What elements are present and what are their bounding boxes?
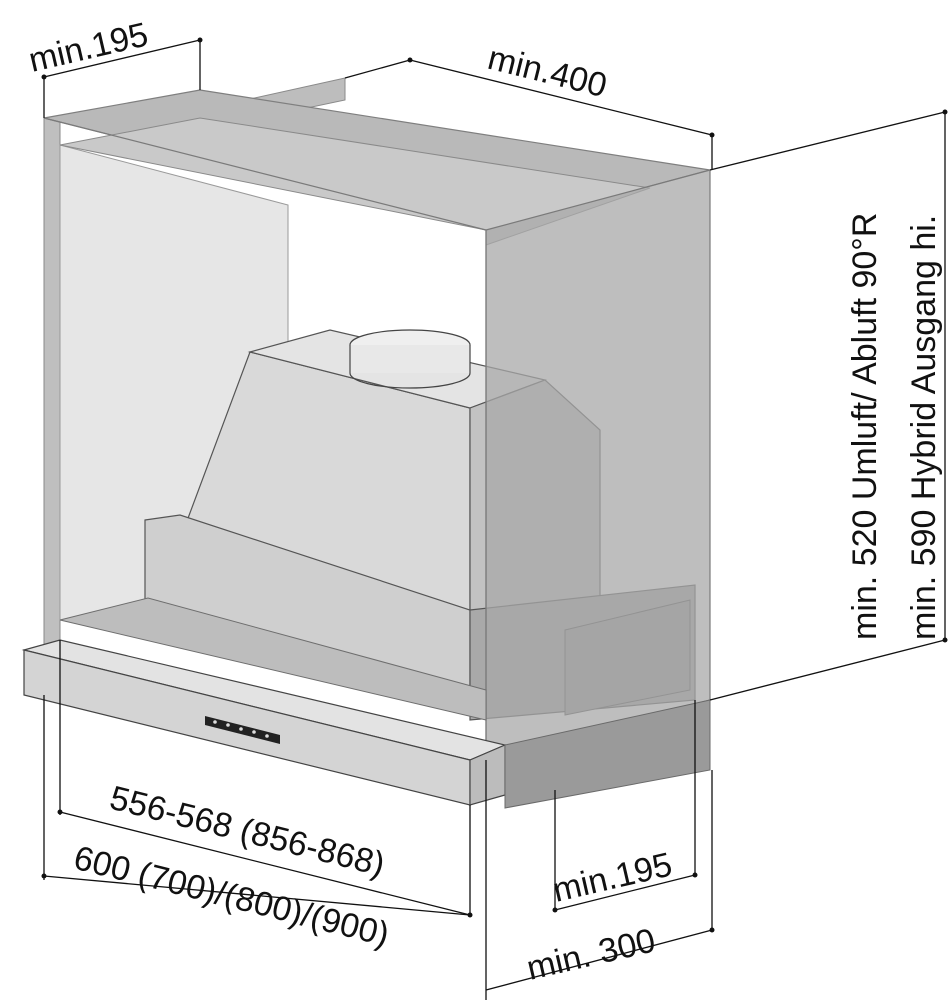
dim-depth-total: min. 300 bbox=[523, 921, 659, 987]
dimension-lines bbox=[41, 37, 948, 1000]
dim-width-top: min.400 bbox=[484, 39, 611, 105]
dim-depth-top: min.195 bbox=[25, 16, 151, 80]
dim-depth-bottom: min.195 bbox=[549, 846, 675, 910]
dim-height-hybrid: min. 590 Hybrid Ausgang hi. bbox=[905, 215, 943, 640]
control-panel bbox=[205, 716, 280, 744]
dim-height-recirc: min. 520 Umluft/ Abluft 90°R bbox=[846, 213, 884, 640]
cabinet-bottom-block bbox=[504, 699, 711, 809]
